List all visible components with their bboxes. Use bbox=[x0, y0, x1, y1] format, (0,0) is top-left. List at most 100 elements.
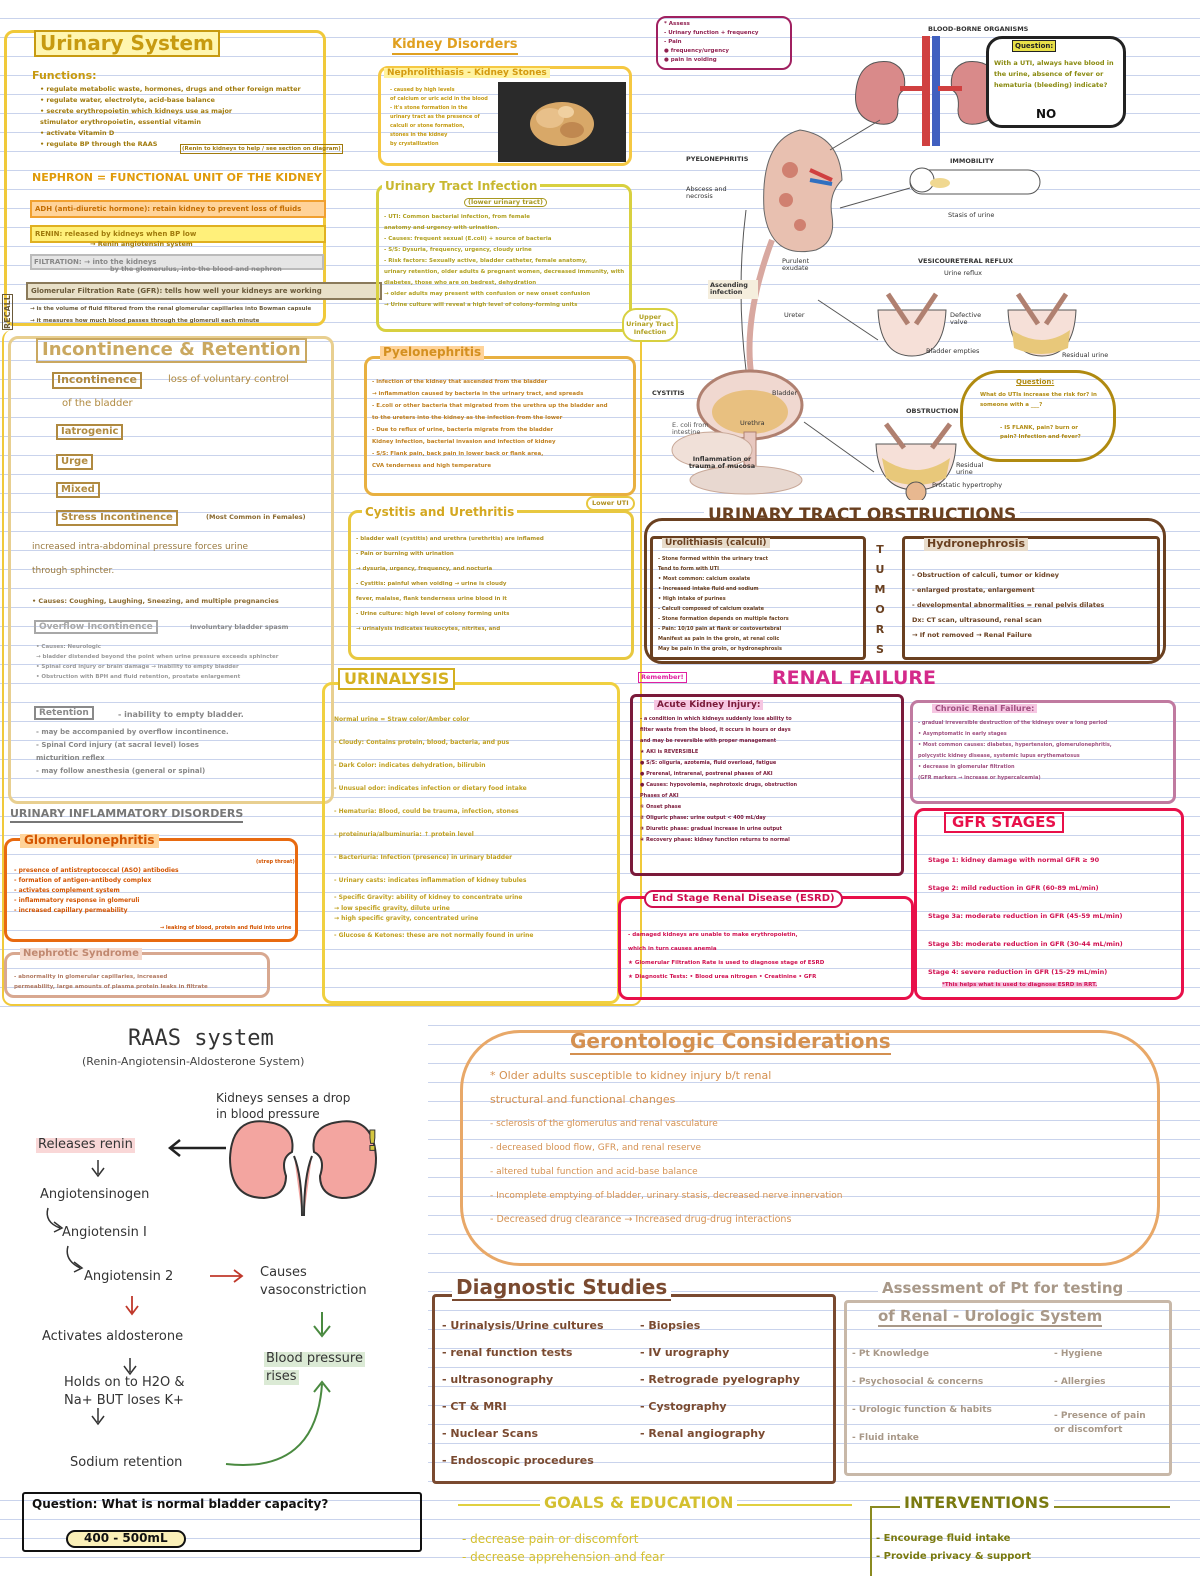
ckd-item: (GFR markers → increase or hypercalcemia… bbox=[918, 775, 1041, 781]
incontinence-def2: of the bladder bbox=[62, 398, 133, 409]
label-defective-valve: Defective valve bbox=[950, 311, 982, 327]
nephrolithiasis-box bbox=[378, 66, 632, 166]
question-2-head: Question: bbox=[1016, 378, 1055, 386]
raas-arrows bbox=[167, 1139, 226, 1157]
overflow-item: • Obstruction with BPH and fluid retenti… bbox=[36, 674, 241, 680]
urinalysis-item: → low specific gravity, dilute urine bbox=[334, 905, 450, 912]
gfr-stages-list: Stage 1: kidney damage with normal GFR ≥… bbox=[928, 846, 1123, 986]
label-residual-urine-2: Residual urine bbox=[956, 461, 984, 477]
ckd-item: - gradual irreversible destruction of th… bbox=[918, 720, 1108, 726]
retention-item: - may follow anesthesia (general or spin… bbox=[36, 767, 206, 775]
uro-item: • High intake of purines bbox=[658, 596, 726, 602]
cyst-item: - Urine culture: high level of colony fo… bbox=[356, 611, 510, 617]
aki-item: ● Causes: hypovolemia, nephrotoxic drugs… bbox=[640, 782, 798, 788]
aki-list: - a condition in which kidneys suddenly … bbox=[640, 714, 797, 846]
obstruction-bladder-illustration bbox=[875, 422, 957, 500]
urinalysis-box bbox=[322, 682, 620, 1004]
type-urge: Urge bbox=[56, 454, 93, 470]
urolithiasis-box bbox=[650, 536, 866, 660]
uti-item: anatomy and urgency with urination. bbox=[384, 225, 500, 231]
label-cystitis: CYSTITIS bbox=[652, 389, 685, 397]
nephrotic-list: - abnormality in glomerular capillaries,… bbox=[14, 972, 208, 992]
neph-item: calculi or stone formation, bbox=[390, 123, 465, 129]
diagnostic-item: - Biopsies bbox=[640, 1319, 701, 1332]
aki-item: ③ Diuretic phase: gradual increase in ur… bbox=[640, 826, 783, 832]
pyelonephritis-kidney-illustration bbox=[763, 129, 843, 253]
stress-line2: through sphincter. bbox=[32, 566, 115, 576]
uti-pathology-diagram bbox=[671, 36, 1077, 500]
urinalysis-item: - Hematuria: Blood, could be trauma, inf… bbox=[334, 808, 519, 815]
hydro-item: Dx: CT scan, ultrasound, renal scan bbox=[912, 616, 1042, 624]
renin-line: RENIN: released by kidneys when BP low bbox=[30, 225, 326, 244]
hydronephrosis-title: Hydronephrosis bbox=[924, 537, 1029, 551]
stress-line1: increased intra-abdominal pressure force… bbox=[32, 542, 249, 552]
geront-item: - Incomplete emptying of bladder, urinar… bbox=[490, 1191, 843, 1201]
label-pyelonephritis: PYELONEPHRITIS bbox=[686, 155, 749, 163]
raas-bp-rises: Blood pressure bbox=[264, 1351, 365, 1367]
aki-box bbox=[630, 694, 904, 876]
type-iatrogenic: Iatrogenic bbox=[56, 424, 124, 440]
aki-item: and may be reversible with proper manage… bbox=[640, 738, 777, 744]
gfr-stage: Stage 3b: moderate reduction in GFR (30-… bbox=[928, 940, 1123, 948]
filtration-line: FILTRATION: → into the kidneys bbox=[30, 254, 324, 271]
overflow-item: • Causes: Neurologic bbox=[36, 644, 101, 650]
label-bladder-empties: Bladder empties bbox=[926, 347, 980, 355]
retention-list: - may be accompanied by overflow inconti… bbox=[36, 726, 229, 778]
overflow-item: • Spinal cord injury or brain damage → i… bbox=[36, 664, 239, 670]
gfr-stage: Stage 1: kidney damage with normal GFR ≥… bbox=[928, 856, 1100, 864]
retention-item: - may be accompanied by overflow inconti… bbox=[36, 728, 229, 736]
cyst-item: → dysuria, urgency, frequency, and noctu… bbox=[356, 566, 493, 572]
goals-item: - decrease apprehension and fear bbox=[462, 1550, 665, 1564]
raas-panel bbox=[0, 1018, 428, 1488]
label-stasis: Stasis of urine bbox=[948, 211, 995, 219]
assessment-item: - Pt Knowledge bbox=[852, 1349, 929, 1359]
raas-angiotensinogen: Angiotensinogen bbox=[40, 1187, 150, 1202]
glomer-item: - inflammatory response in glomeruli bbox=[14, 897, 140, 904]
bloodborne-kidneys-illustration bbox=[855, 36, 1001, 146]
aki-item: ② Oliguric phase: urine output < 400 mL/… bbox=[640, 815, 766, 821]
label-immobility: IMMOBILITY bbox=[950, 157, 994, 165]
geront-item: * Older adults susceptible to kidney inj… bbox=[490, 1069, 772, 1082]
raas-subtitle: (Renin-Angiotensin-Aldosterone System) bbox=[82, 1055, 305, 1068]
pyelonephritis-title: Pyelonephritis bbox=[380, 345, 485, 360]
label-bloodborne: BLOOD-BORNE ORGANISMS bbox=[928, 25, 1029, 33]
aki-item: ④ Recovery phase: kidney function return… bbox=[640, 837, 790, 843]
neph-item: by crystallization bbox=[390, 141, 439, 147]
filtration-sub: by the glomerulus, into the blood and ne… bbox=[110, 265, 282, 273]
bladder-capacity-question-box bbox=[22, 1492, 422, 1552]
interventions-side-rule bbox=[870, 1506, 872, 1576]
diagnostic-item: - Endoscopic procedures bbox=[442, 1454, 594, 1467]
nephrotic-item: permeability, large amounts of plasma pr… bbox=[14, 984, 208, 990]
diagnostic-item: - renal function tests bbox=[442, 1346, 573, 1359]
neph-item: - caused by high levels bbox=[390, 87, 455, 93]
hydro-item: - enlarged prostate, enlargement bbox=[912, 586, 1035, 594]
neph-item: of calcium or uric acid in the blood bbox=[390, 96, 488, 102]
assess-note-item: ● frequency/urgency bbox=[664, 48, 729, 54]
pyelo-item: Kidney Infection, bacterial invasion and… bbox=[372, 439, 556, 445]
urinalysis-item: → high specific gravity, concentrated ur… bbox=[334, 915, 479, 922]
geront-item: - altered tubal function and acid-base b… bbox=[490, 1167, 698, 1177]
diagnostic-item: - Retrograde pyelography bbox=[640, 1373, 800, 1386]
label-purulent: Purulent exudate bbox=[782, 257, 810, 273]
assessment-right-list: - Hygiene - Allergies - Presence of pain… bbox=[1054, 1340, 1146, 1436]
raas-senses: Kidneys senses a drop bbox=[216, 1091, 351, 1105]
ckd-item: • Most common causes: diabetes, hyperten… bbox=[918, 742, 1112, 748]
stress-note: (Most Common in Females) bbox=[206, 513, 306, 521]
pyelo-item: - Due to reflux of urine, bacteria migra… bbox=[372, 427, 554, 433]
assess-note-box bbox=[656, 16, 792, 70]
esrd-item: - damaged kidneys are unable to make ery… bbox=[628, 932, 798, 938]
uro-item: - Stone formation depends on multiple fa… bbox=[658, 616, 789, 622]
incontinence-def: loss of voluntary control bbox=[168, 374, 289, 385]
functions-item: • regulate metabolic waste, hormones, dr… bbox=[40, 85, 301, 93]
label-ureter: Ureter bbox=[784, 311, 805, 319]
nephrolithiasis-list: - caused by high levels of calcium or ur… bbox=[390, 86, 488, 149]
goals-list: - decrease pain or discomfort - decrease… bbox=[462, 1530, 664, 1566]
neph-item: urinary tract as the presence of bbox=[390, 114, 480, 120]
assessment-item: - Allergies bbox=[1054, 1377, 1106, 1387]
urinalysis-item: - Glucose & Ketones: these are not norma… bbox=[334, 932, 534, 939]
uro-item: - Stone formed within the urinary tract bbox=[658, 556, 769, 562]
assessment-item: - Fluid intake bbox=[852, 1433, 919, 1443]
lower-uti-tag: Lower UTI bbox=[586, 496, 635, 512]
raas-exclaim-icon: ! bbox=[366, 1124, 379, 1157]
remember-tag: Remember! bbox=[638, 672, 687, 684]
